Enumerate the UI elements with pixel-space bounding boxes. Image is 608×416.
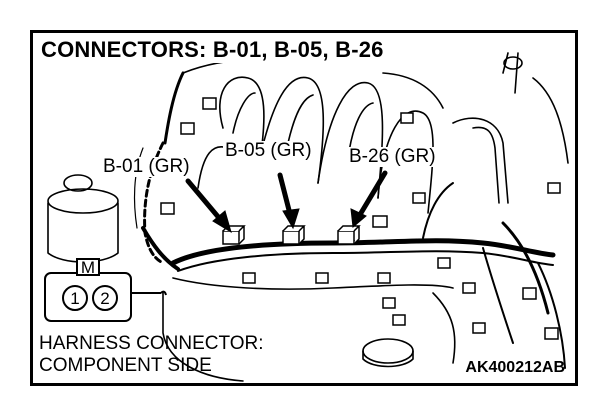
connector-pin-1: 1 [70,289,79,308]
intake-runner [260,76,325,184]
wiring-harness-main [170,238,556,266]
harness-connector-face-symbol [44,258,167,322]
figure-id: AK400212AB [465,359,565,376]
diagram-title: CONNECTORS: B-01, B-05, B-26 [41,37,388,63]
intake-runner [317,81,384,199]
connector-key-letter: M [81,258,95,277]
connector-pin-2: 2 [100,289,109,308]
engine-harness-illustration: M 1 2 [44,52,569,382]
caption-line-1: HARNESS CONNECTOR: [39,333,264,354]
coolant-hose [452,117,509,204]
caption-line-2: COMPONENT SIDE [39,355,212,376]
diagram-frame: M 1 2 CONNECTORS: B-01, B-05, B-26 B-01 … [30,30,578,386]
filler-cap [362,338,414,364]
callout-arrow-b26 [355,170,388,221]
connector-b26-body [337,225,361,245]
reservoir [47,202,119,263]
callout-label-b01: B-01 (GR) [101,156,192,177]
connector-b05-body [282,225,306,245]
intake-runner [219,76,265,154]
callout-label-b05: B-05 (GR) [223,140,314,161]
callout-label-b26: B-26 (GR) [347,146,438,167]
